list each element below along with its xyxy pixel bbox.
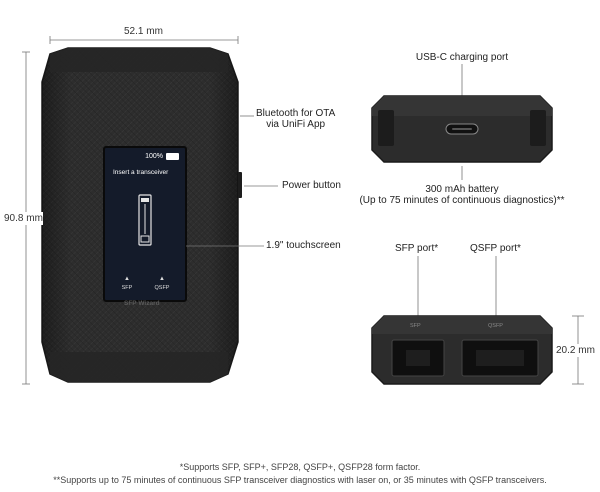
bottom-sfp-label: SFP <box>410 323 421 329</box>
battery-callout-line1: 300 mAh battery <box>425 184 499 195</box>
footnote-1: *Supports SFP, SFP+, SFP28, QSFP+, QSFP2… <box>179 462 421 472</box>
bottom-qsfp-label: QSFP <box>488 323 503 329</box>
footnote-2: **Supports up to 75 minutes of continuou… <box>53 475 547 485</box>
touchscreen[interactable]: 100% Insert a transceiver ▲ SFP ▲ QSFP <box>103 146 187 302</box>
bluetooth-callout-line1: Bluetooth for OTA <box>256 108 336 119</box>
height-dimension-label: 90.8 mm <box>4 212 43 225</box>
screen-battery-status: 100% <box>145 153 179 160</box>
width-dimension-label: 52.1 mm <box>124 26 163 37</box>
power-button-callout: Power button <box>282 180 341 191</box>
depth-dimension-label: 20.2 mm <box>556 344 595 357</box>
screen-qsfp-option[interactable]: ▲ QSFP <box>153 276 171 291</box>
screen-sfp-option[interactable]: ▲ SFP <box>120 276 134 291</box>
screen-qsfp-label: QSFP <box>154 285 170 291</box>
device-top-view <box>371 95 553 163</box>
qsfp-port-callout: QSFP port* <box>470 243 521 254</box>
screen-sfp-label: SFP <box>121 285 133 291</box>
usbc-callout: USB-C charging port <box>415 52 509 63</box>
up-arrow-icon: ▲ <box>124 276 130 282</box>
bluetooth-callout-line2: via UniFi App <box>266 119 326 130</box>
screen-prompt: Insert a transceiver <box>113 169 169 176</box>
device-bottom-view <box>371 315 553 385</box>
bluetooth-callout: Bluetooth for OTA via UniFi App <box>256 108 335 130</box>
sfp-port-callout: SFP port* <box>395 243 439 254</box>
transceiver-slot-icon <box>138 194 152 246</box>
touchscreen-callout: 1.9" touchscreen <box>266 240 341 251</box>
battery-icon <box>166 153 179 160</box>
battery-percent: 100% <box>145 153 163 160</box>
battery-callout: 300 mAh battery (Up to 75 minutes of con… <box>352 184 572 206</box>
device-brand: SFP Wizard <box>124 300 160 307</box>
up-arrow-icon: ▲ <box>159 276 165 282</box>
battery-callout-line2: (Up to 75 minutes of continuous diagnost… <box>359 195 565 206</box>
